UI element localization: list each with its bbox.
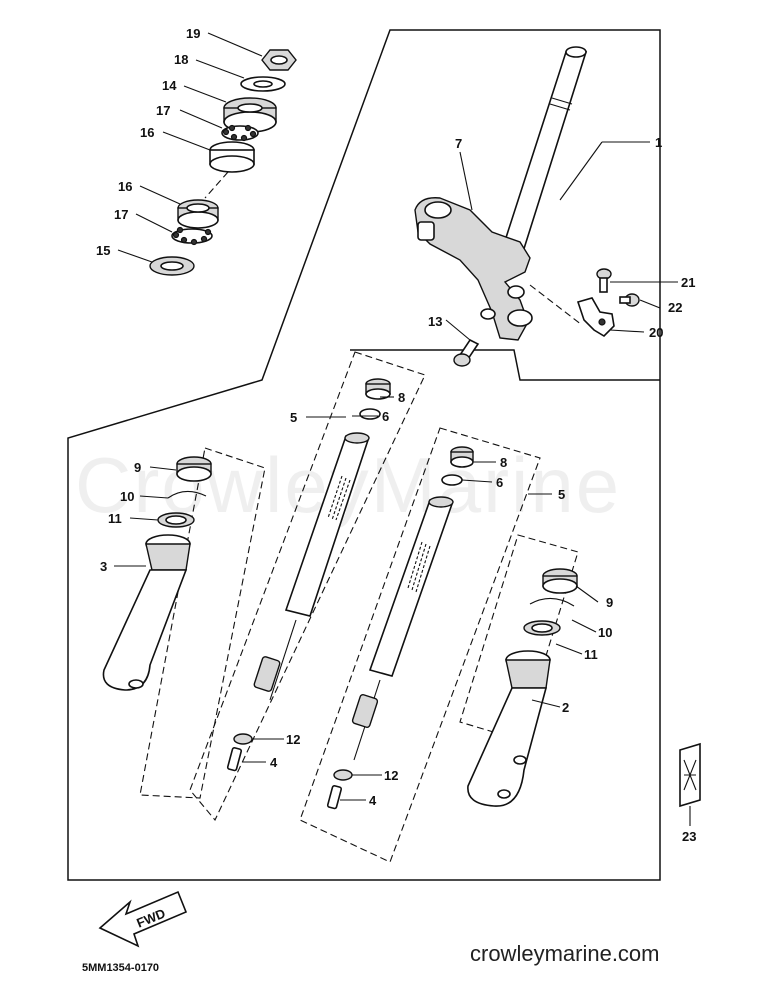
callout-6a: 6 [382,409,389,424]
part-3-outer-tube-left [102,534,191,691]
callout-20: 20 [649,325,663,340]
callout-8b: 8 [500,455,507,470]
dash-stack-axis [204,171,229,199]
assembly-frame [67,29,661,881]
callout-9a: 9 [134,460,141,475]
part-20-bracket [576,297,615,338]
part-4-bolt-left [226,746,243,772]
dash-line-bracket [529,284,583,326]
part-5-inner-tube-right [368,496,454,677]
callout-16b: 16 [118,179,132,194]
part-8-cap-right [450,446,474,468]
callout-4a: 4 [270,755,278,770]
part-17-bearing-upper [221,124,259,142]
callout-3: 3 [100,559,107,574]
callout-10b: 10 [598,625,612,640]
callout-23: 23 [682,829,696,844]
part-rod-left [253,619,297,701]
callout-18: 18 [174,52,188,67]
callout-21: 21 [681,275,695,290]
part-16-race-upper [209,141,255,173]
part-16-race-lower [177,199,219,229]
part-9-seal-right [542,568,578,594]
part-6-oring-right [441,474,463,486]
callout-1: 1 [655,135,662,150]
part-23-label [679,742,701,808]
part-10-clip-left [167,490,207,499]
part-13-bolt [453,338,480,367]
callout-19: 19 [186,26,200,41]
part-2-outer-tube-right [467,650,551,807]
callout-4b: 4 [369,793,377,808]
callout-12a: 12 [286,732,300,747]
part-15-dust-seal [149,256,195,276]
callout-9b: 9 [606,595,613,610]
leader-lines [114,32,691,826]
callout-17a: 17 [156,103,170,118]
part-6-oring-left [359,408,381,420]
callout-6b: 6 [496,475,503,490]
callout-13: 13 [428,314,442,329]
part-rod-right [351,679,381,761]
part-19-nut [261,49,297,71]
website-label: crowleymarine.com [470,941,660,966]
part-12-washer-left [233,733,253,745]
callout-2: 2 [562,700,569,715]
callout-11b: 11 [584,647,598,662]
callout-12b: 12 [384,768,398,783]
dash-box-inner-right [299,427,541,863]
callout-5a: 5 [290,410,297,425]
callout-10a: 10 [120,489,134,504]
part-5-inner-tube-left [284,432,370,617]
diagram-code: 5MM1354-0170 [82,962,160,974]
part-8-cap-left [365,378,391,400]
fwd-arrow-icon: FWD [98,890,188,948]
part-10-clip-right [529,597,575,607]
part-11-seal-right [523,620,561,636]
callout-22: 22 [668,300,682,315]
callout-17b: 17 [114,207,128,222]
callout-5b: 5 [558,487,565,502]
callout-15: 15 [96,243,110,258]
callout-14: 14 [162,78,177,93]
part-12-washer-right [333,769,353,781]
callout-16a: 16 [140,125,154,140]
part-11-seal-left [157,512,195,528]
part-7-steering-stem [414,46,588,341]
callout-7: 7 [455,136,462,151]
dash-box-left-tube [139,447,266,799]
part-14-ring-nut [223,97,277,133]
part-22-screw [619,293,640,307]
callout-11a: 11 [108,511,122,526]
part-4-bolt-right [326,784,343,810]
part-9-seal-left [176,456,212,482]
part-17-bearing-lower [171,226,213,246]
part-21-screw [596,268,612,293]
part-18-washer [240,76,286,92]
callout-8a: 8 [398,390,405,405]
frame-notch [350,349,660,381]
dash-box-inner-left [189,351,426,822]
